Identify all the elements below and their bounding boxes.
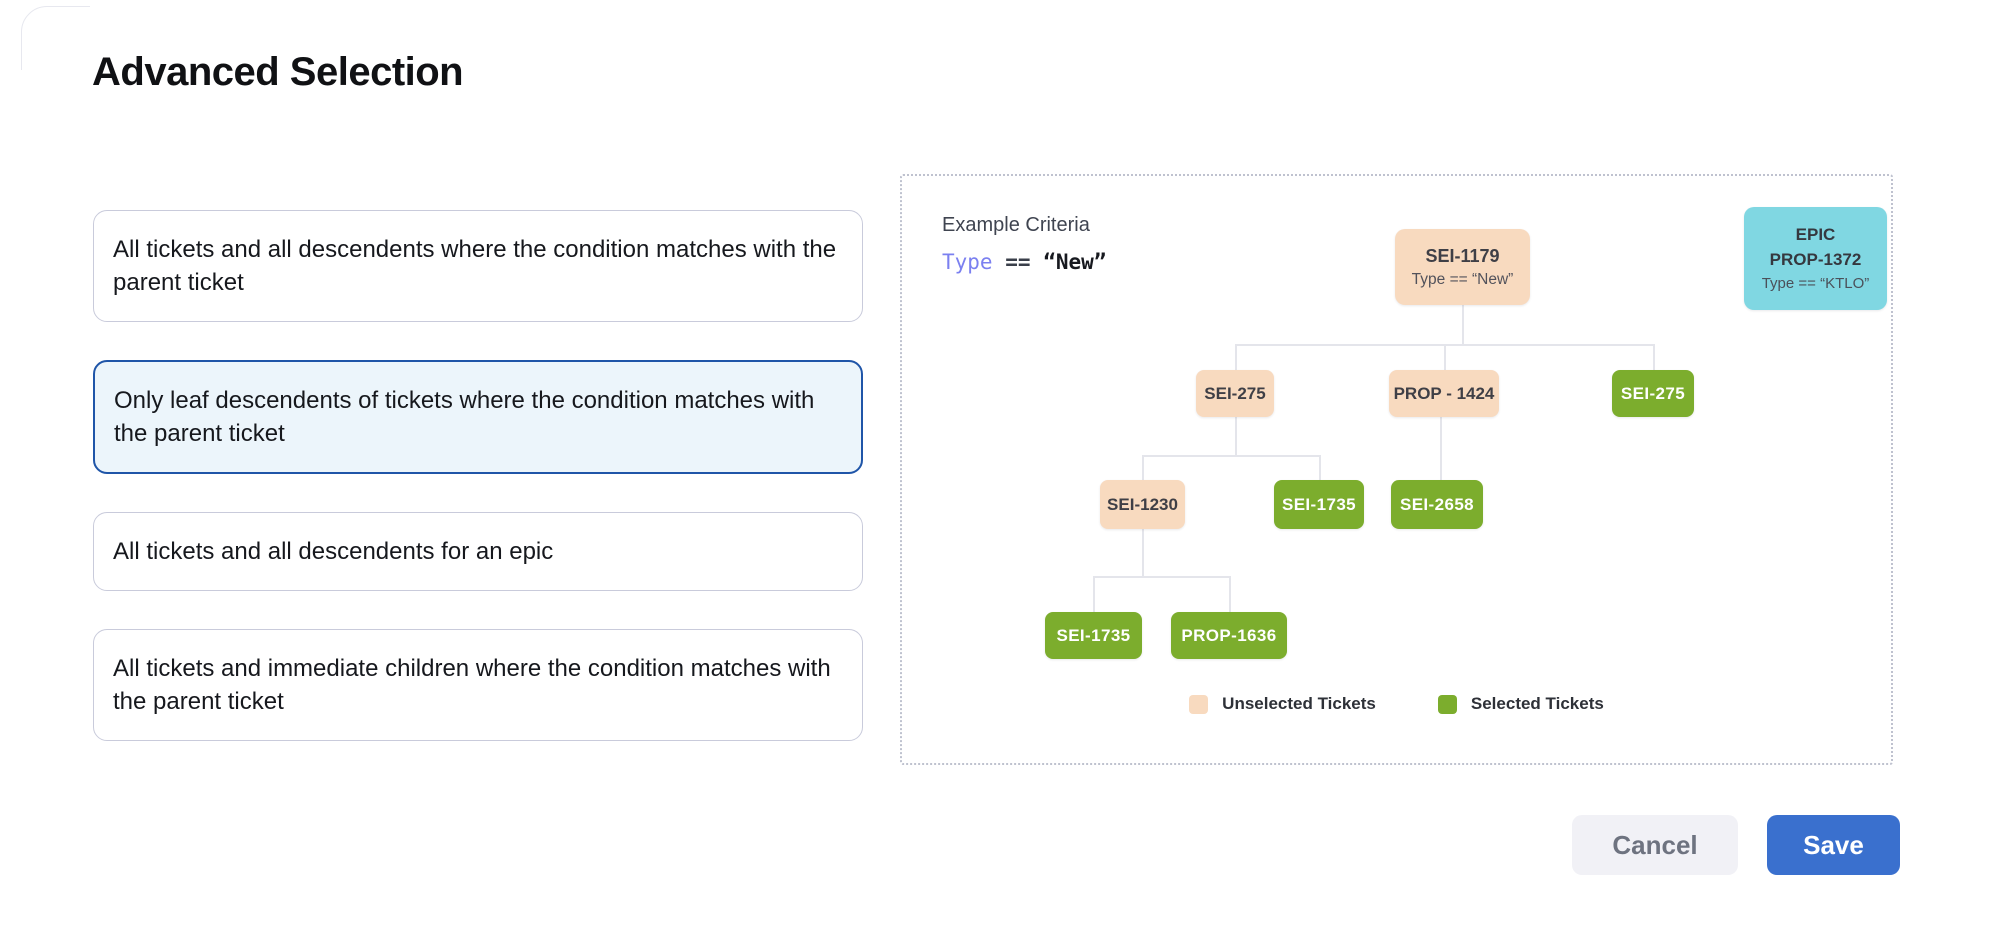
- epic-card: EPIC PROP-1372 Type == “KTLO”: [1744, 207, 1887, 310]
- legend-label: Selected Tickets: [1470, 694, 1604, 713]
- ticket-node: PROP-1636: [1171, 612, 1287, 659]
- tree-connector: [1235, 417, 1237, 455]
- ticket-node: PROP - 1424: [1389, 370, 1499, 417]
- legend: Unselected Tickets Selected Tickets: [902, 694, 1891, 714]
- tree-connector: [1142, 455, 1319, 457]
- tree-connector: [1142, 455, 1144, 480]
- tree-connector: [1440, 417, 1442, 480]
- example-criteria-heading: Example Criteria: [942, 214, 1090, 236]
- option-epic-descendents[interactable]: All tickets and all descendents for an e…: [93, 512, 863, 591]
- tree-connector: [1444, 344, 1446, 370]
- epic-card-condition: Type == “KTLO”: [1761, 275, 1870, 292]
- epic-card-id: PROP-1372: [1769, 250, 1862, 269]
- example-criteria-expression: Type == “New”: [942, 250, 1106, 274]
- ticket-node: SEI-1735: [1045, 612, 1142, 659]
- ticket-node: SEI-2658: [1391, 480, 1483, 529]
- option-all-descendents[interactable]: All tickets and all descendents where th…: [93, 210, 863, 322]
- ticket-node-condition: Type == “New”: [1411, 270, 1514, 288]
- tree-connector: [1229, 576, 1231, 612]
- option-immediate-children[interactable]: All tickets and immediate children where…: [93, 629, 863, 741]
- ticket-node-root: SEI-1179 Type == “New”: [1395, 229, 1530, 305]
- criteria-field: Type: [942, 250, 993, 274]
- legend-item-unselected: Unselected Tickets: [1189, 694, 1376, 714]
- legend-label: Unselected Tickets: [1222, 694, 1376, 713]
- criteria-operator: ==: [1005, 250, 1031, 274]
- modal-corner: [0, 0, 90, 70]
- ticket-node: SEI-1230: [1100, 480, 1185, 529]
- ticket-node-id: SEI-1179: [1425, 245, 1500, 266]
- unselected-swatch-icon: [1189, 694, 1209, 714]
- tree-connector: [1653, 344, 1655, 370]
- epic-card-type: EPIC: [1795, 225, 1836, 244]
- ticket-node: SEI-275: [1612, 370, 1694, 417]
- criteria-value: “New”: [1043, 250, 1107, 274]
- ticket-node: SEI-1735: [1274, 480, 1364, 529]
- tree-connector: [1462, 305, 1464, 344]
- option-list: All tickets and all descendents where th…: [93, 210, 863, 779]
- tree-connector: [1319, 455, 1321, 480]
- page-title: Advanced Selection: [92, 50, 464, 94]
- tree-connector: [1093, 576, 1095, 612]
- legend-item-selected: Selected Tickets: [1437, 694, 1604, 714]
- save-button[interactable]: Save: [1767, 815, 1900, 875]
- tree-connector: [1142, 529, 1144, 576]
- option-leaf-descendents[interactable]: Only leaf descendents of tickets where t…: [93, 360, 863, 474]
- ticket-node: SEI-275: [1196, 370, 1274, 417]
- tree-connector: [1235, 344, 1237, 370]
- tree-connector: [1093, 576, 1229, 578]
- selected-swatch-icon: [1437, 694, 1457, 714]
- example-diagram-panel: Example Criteria Type == “New” EPIC PROP…: [900, 174, 1893, 765]
- cancel-button[interactable]: Cancel: [1572, 815, 1738, 875]
